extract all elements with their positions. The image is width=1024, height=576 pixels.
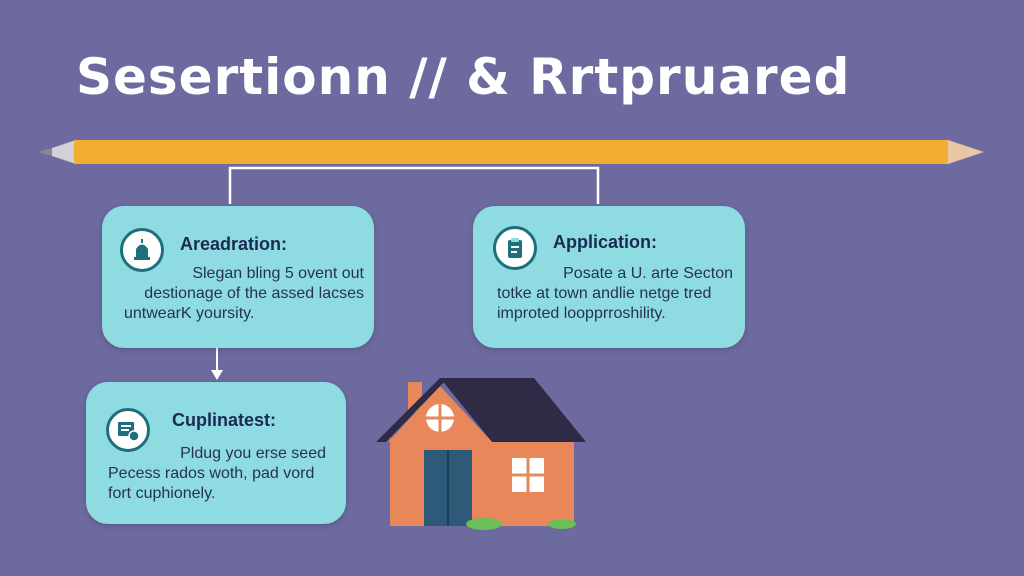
card-line: Posate a U. arte Secton bbox=[563, 265, 733, 282]
house-wall bbox=[390, 438, 574, 526]
card-line: fort cuphionely. bbox=[108, 485, 216, 502]
connector-line bbox=[228, 166, 600, 204]
dome-building-icon bbox=[120, 228, 164, 272]
timeline-arrow-left bbox=[40, 140, 76, 164]
card-body: Slegan bling 5 ovent out destionage of t… bbox=[124, 264, 364, 324]
house-roof bbox=[440, 378, 586, 442]
card-heading: Application: bbox=[553, 232, 657, 252]
bush-icon bbox=[548, 519, 576, 529]
clipboard-icon bbox=[493, 226, 537, 270]
card-line: Pecess rados woth, pad vord bbox=[108, 465, 315, 482]
card-body: Pldug you erse seed Pecess rados woth, p… bbox=[108, 444, 338, 504]
connector-arrowhead bbox=[211, 370, 223, 380]
house-icon bbox=[376, 378, 586, 530]
house-roof-edge bbox=[376, 378, 448, 442]
card-application: Application: Posate a U. arte Secton tot… bbox=[473, 206, 745, 348]
card-heading: Cuplinatest: bbox=[172, 410, 277, 430]
card-cuplinatest: Cuplinatest: Pldug you erse seed Pecess … bbox=[86, 382, 346, 524]
document-icon bbox=[106, 408, 150, 452]
timeline-bar bbox=[74, 140, 950, 164]
card-line: totke at town andlie netge tred bbox=[497, 285, 712, 302]
card-heading: Areadration: bbox=[180, 234, 288, 254]
card-areadration: Areadration: Slegan bling 5 ovent out de… bbox=[102, 206, 374, 348]
card-line: Pldug you erse seed bbox=[180, 445, 326, 462]
card-line: Slegan bling 5 ovent out bbox=[192, 265, 364, 282]
card-line: untwearK yoursity. bbox=[124, 305, 255, 322]
card-body: Posate a U. arte Secton totke at town an… bbox=[497, 264, 733, 324]
card-line: improted loopprroshility. bbox=[497, 305, 666, 322]
timeline-arrow-left-tip bbox=[40, 148, 52, 156]
card-line: destionage of the assed lacses bbox=[144, 285, 364, 302]
bush-icon bbox=[466, 518, 502, 530]
page-title: Sesertionn // & Rrtpruared bbox=[76, 48, 851, 106]
timeline-arrow-right bbox=[948, 140, 984, 164]
